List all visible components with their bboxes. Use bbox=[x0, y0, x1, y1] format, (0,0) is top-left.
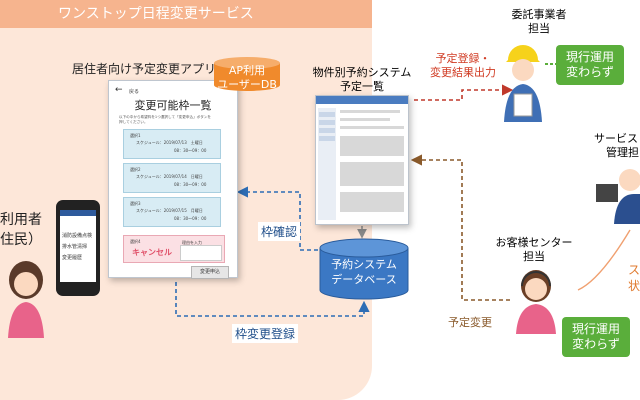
slot-label: 選択4 bbox=[130, 239, 141, 244]
slot-label: 選択2 bbox=[130, 167, 141, 172]
slot-time: 08：30～09：00 bbox=[174, 148, 207, 153]
schedule-list-screen bbox=[315, 95, 409, 225]
call-center-operator-icon bbox=[516, 270, 556, 334]
reservation-db-icon bbox=[319, 238, 409, 300]
slot-label: 選択3 bbox=[130, 201, 141, 206]
orange-curve bbox=[577, 229, 631, 291]
cancel-label: キャンセル bbox=[132, 248, 172, 257]
back-label: 戻る bbox=[129, 89, 140, 95]
schedule-change-label: 予定変更 bbox=[448, 316, 492, 329]
phone-header-bar bbox=[60, 210, 96, 216]
resident-person-icon bbox=[8, 261, 44, 338]
back-arrow-icon[interactable]: ← bbox=[115, 85, 123, 95]
contractor-label: 委託事業者 担当 bbox=[511, 8, 567, 35]
smartphone: 消防設備点検 排水管清掃 変更履歴 bbox=[56, 200, 100, 296]
slot-option[interactable]: 選択2 スケジュール：2019/07/14 日曜日 08：30～09：00 bbox=[123, 163, 221, 193]
phone-menu-item[interactable]: 消防設備点検 bbox=[62, 233, 93, 239]
region-title: ワンストップ日程変更サービス bbox=[0, 0, 372, 28]
reason-label: 理由を入力 bbox=[182, 240, 202, 245]
app-caption: 居住者向け予定変更アプリ bbox=[72, 62, 217, 76]
cutoff-label: ス 状 bbox=[628, 263, 640, 293]
phone-menu-item[interactable]: 排水管清掃 bbox=[62, 244, 88, 250]
service-manager-label: サービス 管理担 bbox=[594, 132, 639, 159]
slot-label: 選択1 bbox=[130, 133, 141, 138]
slot-option[interactable]: 選択1 スケジュール：2019/07/13 土曜日 08：30～09：00 bbox=[123, 129, 221, 159]
register-arrow bbox=[414, 84, 514, 101]
slot-option[interactable]: 選択3 スケジュール：2019/07/15 月曜日 08：30～09：00 bbox=[123, 197, 221, 227]
cancel-slot[interactable]: 選択4 キャンセル 理由を入力 bbox=[123, 235, 225, 263]
current-operation-box: 現行運用 変わらず bbox=[562, 317, 630, 357]
reason-input[interactable] bbox=[180, 245, 222, 261]
resident-label: 利用者 住民） bbox=[0, 212, 42, 248]
slot-schedule: スケジュール：2019/07/15 月曜日 bbox=[136, 208, 203, 213]
slot-check-label: 枠確認 bbox=[258, 222, 301, 241]
service-manager-icon bbox=[596, 169, 640, 224]
schedule-list-mock bbox=[316, 96, 408, 220]
slot-change-arrow bbox=[175, 282, 370, 317]
slot-schedule: スケジュール：2019/07/14 日曜日 bbox=[136, 174, 203, 179]
phone-screen: 消防設備点検 排水管清掃 変更履歴 bbox=[60, 210, 96, 282]
phone-menu-item[interactable]: 変更履歴 bbox=[62, 255, 83, 261]
ap-user-db-icon bbox=[214, 57, 280, 91]
slot-check-arrow bbox=[236, 186, 318, 251]
reschedule-app-screen: ← 戻る 変更可能枠一覧 以下の中から希望枠を1つ選択して「変更申込」ボタンを … bbox=[108, 80, 238, 279]
app-title: 変更可能枠一覧 bbox=[134, 99, 212, 112]
slot-time: 08：30～09：00 bbox=[174, 216, 207, 221]
current-operation-box: 現行運用 変わらず bbox=[556, 45, 624, 85]
register-label: 予定登録・ 変更結果出力 bbox=[430, 52, 496, 79]
schedule-change-arrow bbox=[410, 154, 510, 301]
submit-button[interactable]: 変更申込 bbox=[191, 266, 229, 279]
slot-time: 08：30～09：00 bbox=[174, 182, 207, 187]
contractor-worker-icon bbox=[504, 45, 542, 122]
slot-change-label: 枠変更登録 bbox=[232, 324, 299, 343]
slot-schedule: スケジュール：2019/07/13 土曜日 bbox=[136, 140, 203, 145]
call-center-label: お客様センター 担当 bbox=[495, 236, 573, 263]
instruction-1: 以下の中から希望枠を1つ選択して「変更申込」ボタンを bbox=[119, 115, 212, 119]
instruction-2: 押してください。 bbox=[119, 120, 148, 124]
schedule-list-caption: 物件別予約システム 予定一覧 bbox=[312, 66, 412, 93]
